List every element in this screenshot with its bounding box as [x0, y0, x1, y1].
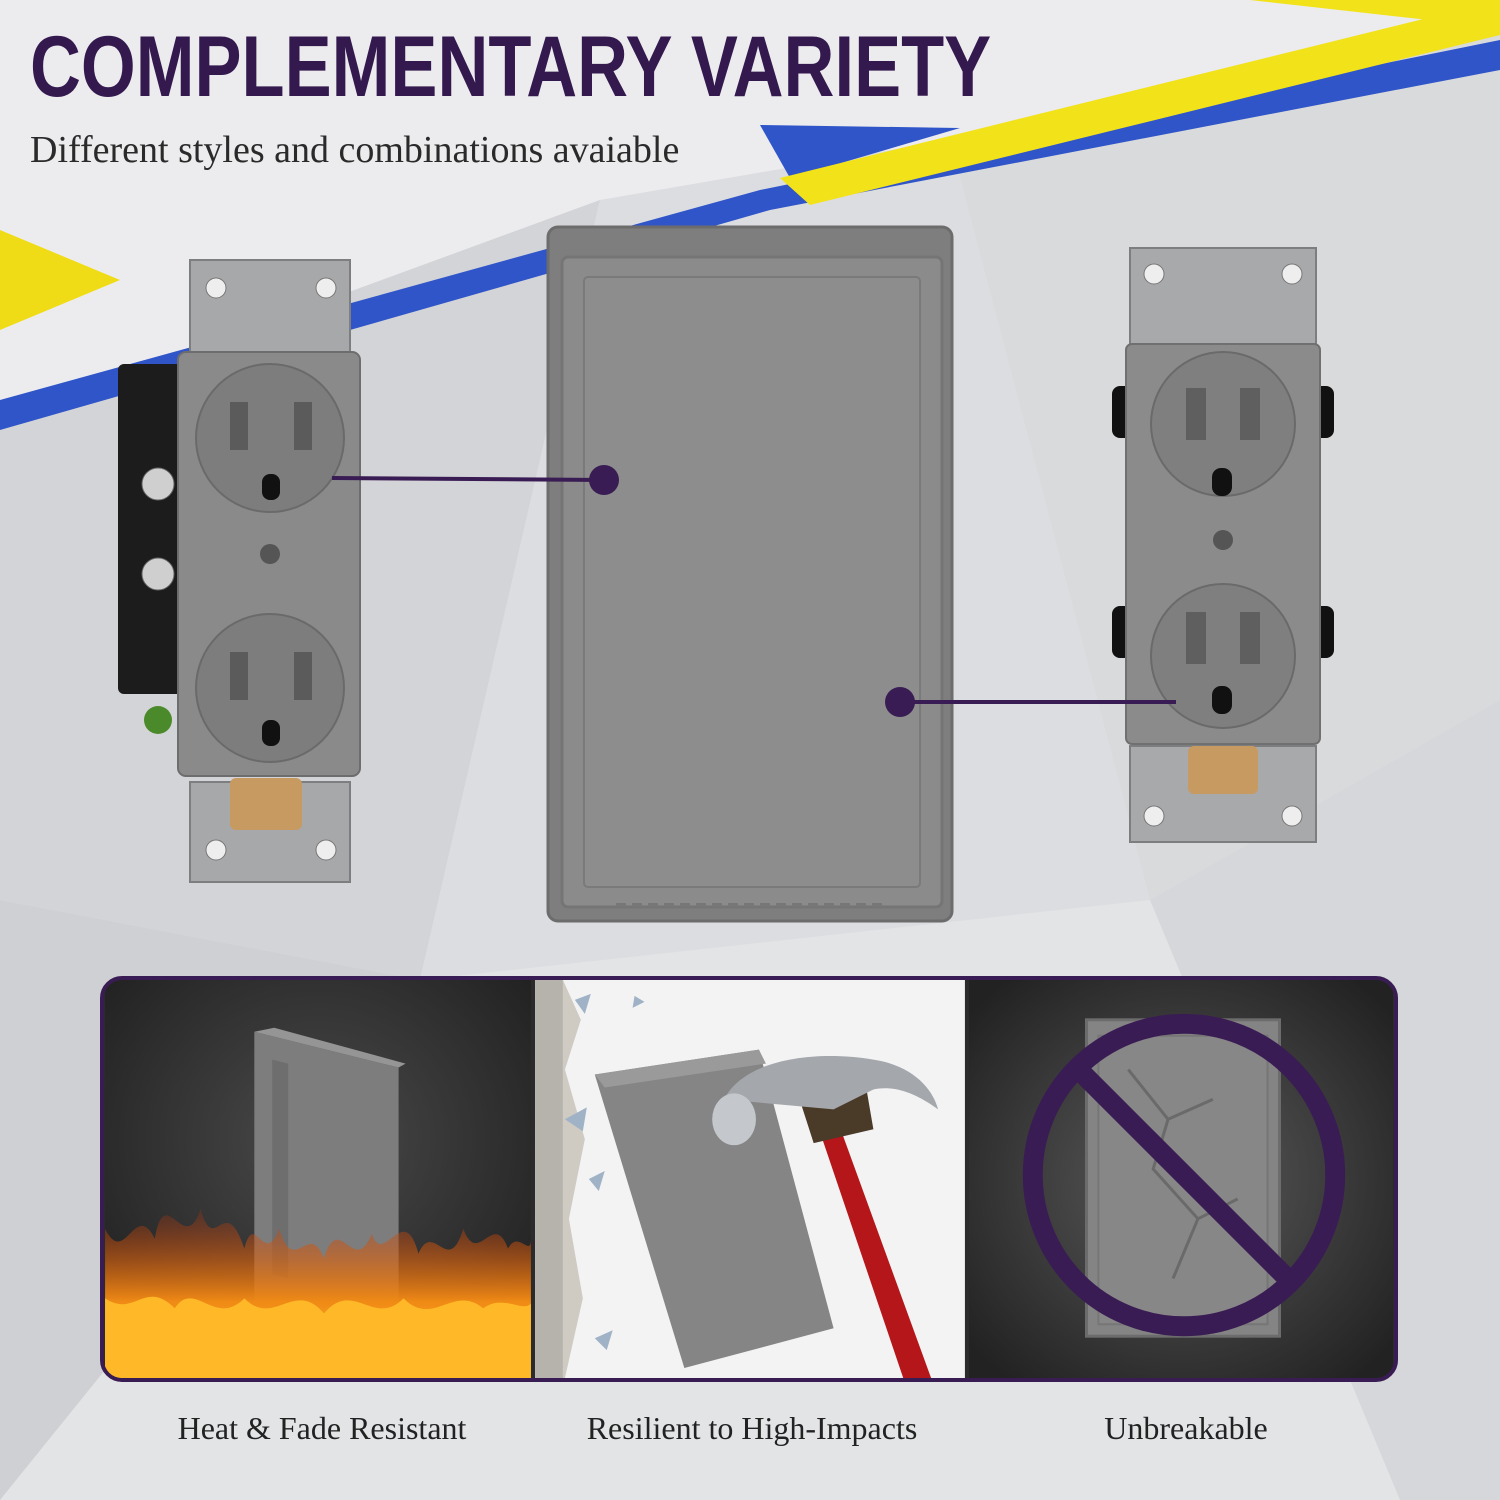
- impact-resistant-panel: [535, 980, 965, 1378]
- hammer-icon: [712, 1056, 939, 1378]
- weatherproof-cover-image: [546, 225, 954, 923]
- prohibited-icon: [1022, 1013, 1346, 1337]
- feature-caption-unbreakable: Unbreakable: [1104, 1410, 1268, 1446]
- receptacle-left-image: [118, 259, 361, 883]
- headline: COMPLEMENTARY VARIETY: [30, 19, 992, 115]
- cover-tilted: [594, 1049, 834, 1369]
- subheadline: Different styles and combinations avaiab…: [30, 129, 680, 171]
- flame-icon: [105, 1208, 531, 1378]
- heat-resistant-panel: [105, 980, 531, 1378]
- feature-caption-impact: Resilient to High-Impacts: [586, 1410, 918, 1446]
- receptacle-right-image: [1112, 247, 1334, 843]
- unbreakable-panel: [969, 980, 1393, 1378]
- feature-caption-heat: Heat & Fade Resistant: [177, 1410, 467, 1446]
- feature-panels: [100, 976, 1398, 1382]
